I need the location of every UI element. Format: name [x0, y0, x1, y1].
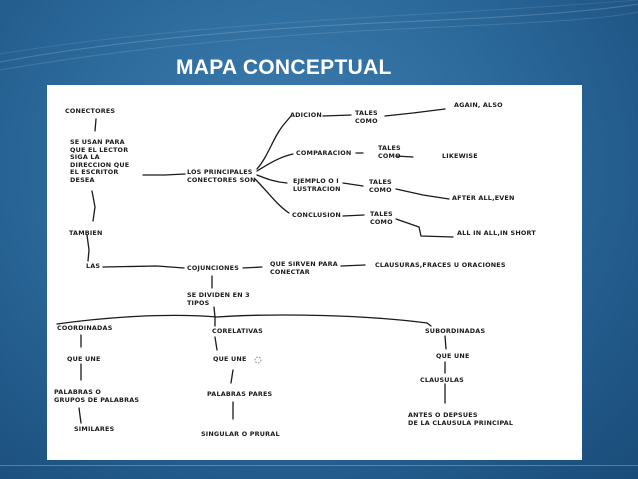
node-palabras-pares: PALABRAS PARES	[207, 390, 273, 398]
node-que-sirven: QUE SIRVEN PARA CONECTAR	[270, 260, 338, 276]
node-corelativas: CORELATIVAS	[212, 327, 263, 335]
node-que-une-3: QUE UNE	[436, 352, 470, 360]
connector-lines	[56, 108, 454, 424]
slide-title: MAPA CONCEPTUAL	[176, 56, 392, 79]
node-again-also: AGAIN, ALSO	[454, 101, 503, 109]
node-que-une-2: QUE UNE	[213, 355, 247, 363]
node-los-principales: LOS PRINCIPALES CONECTORES SON	[187, 168, 256, 184]
node-coordinadas: COORDINADAS	[57, 324, 113, 332]
node-tales-como-2: TALES COMO	[378, 144, 401, 160]
node-antes-o-despues: ANTES O DEPSUES DE LA CLAUSULA PRINCIPAL	[408, 411, 514, 427]
node-ejemplo: EJEMPLO O I LUSTRACION	[293, 177, 341, 193]
node-se-dividen: SE DIVIDEN EN 3 TIPOS	[187, 291, 250, 307]
node-tales-como-3: TALES COMO	[369, 178, 392, 194]
node-similares: SIMILARES	[74, 425, 115, 433]
node-las: LAS	[86, 262, 101, 270]
footer-divider	[0, 465, 638, 466]
node-palabras-o-grupos: PALABRAS O GRUPOS DE PALABRAS	[54, 388, 140, 404]
node-se-usan-para: SE USAN PARA QUE EL LECTOR SIGA LA DIREC…	[70, 138, 130, 184]
node-clausulas: CLAUSULAS	[420, 376, 464, 384]
loading-icon	[254, 356, 262, 364]
node-all-in-all: ALL IN ALL,IN SHORT	[457, 229, 536, 237]
node-subordinadas: SUBORDINADAS	[425, 327, 486, 335]
node-likewise: LIKEWISE	[442, 152, 478, 160]
node-que-une-1: QUE UNE	[67, 355, 101, 363]
node-after-all: AFTER ALL,EVEN	[452, 194, 515, 202]
node-tambien: TAMBIEN	[69, 229, 103, 237]
node-tales-como-1: TALES COMO	[355, 109, 378, 125]
node-comparacion: COMPARACION	[296, 149, 352, 157]
node-conectores: CONECTORES	[65, 107, 116, 115]
node-conclusion: CONCLUSION	[292, 211, 341, 219]
node-clausuras: CLAUSURAS,FRACES U ORACIONES	[375, 261, 506, 269]
node-tales-como-4: TALES COMO	[370, 210, 393, 226]
node-singular-o-prural: SINGULAR O PRURAL	[201, 430, 280, 438]
decorative-wave	[0, 0, 638, 71]
concept-map-panel: CONECTORES SE USAN PARA QUE EL LECTOR SI…	[47, 85, 582, 460]
node-adicion: ADICION	[290, 111, 322, 119]
node-cojunciones: COJUNCIONES	[187, 264, 240, 272]
